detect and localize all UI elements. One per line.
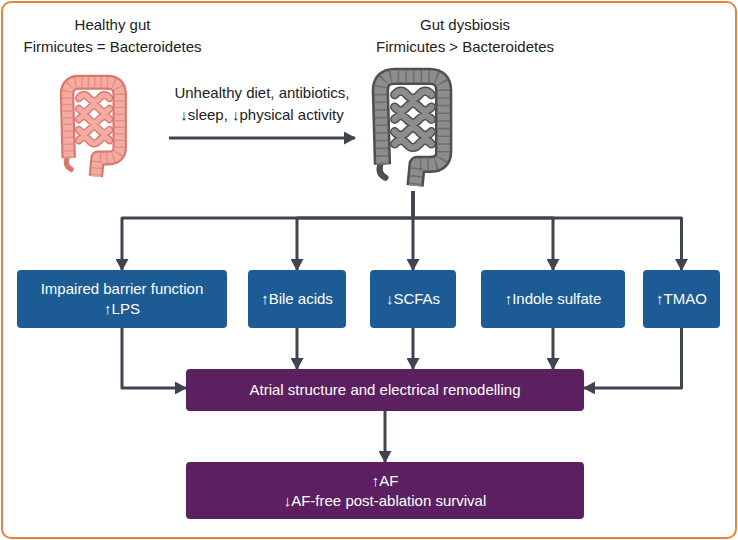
node-subtext: Firmicutes > Bacteroidetes [360,36,570,58]
mediator-box: ↓SCFAs [370,270,456,328]
node-heading: Healthy gut [10,14,215,36]
node-heading: ↓SCFAs [386,289,440,309]
node-heading: Gut dysbiosis [360,14,570,36]
node-heading: Impaired barrier function ↑LPS [25,279,219,319]
node-heading: ↑Indole sulfate [505,289,602,309]
connector-arrow [297,191,413,270]
node-subtext: Firmicutes = Bacteroidetes [10,36,215,58]
mediator-box: ↑Indole sulfate [481,270,625,328]
intestine-illustration [360,62,462,190]
edge-label: Unhealthy diet, antibiotics, ↓sleep, ↓ph… [155,82,369,126]
node-heading: Atrial structure and electrical remodell… [250,380,521,400]
connector-arrow [413,191,682,270]
node-heading: ↑AF [372,471,399,491]
mediator-box: ↑Bile acids [248,270,346,328]
mediator-box: ↑TMAO [643,270,720,328]
connector-arrow [384,411,387,462]
connector-arrow [122,328,186,388]
intestine-illustration [50,70,135,180]
node-heading: ↑TMAO [656,289,707,309]
connector-arrow [413,191,553,270]
connector-arrow [169,137,355,140]
connector-arrow [122,191,413,270]
outcome-box: ↑AF↓AF-free post-ablation survival [186,462,584,519]
connector-arrow [296,328,299,369]
mediator-box: Impaired barrier function ↑LPS [17,270,227,328]
connector-arrow [412,328,415,369]
node-heading: ↑Bile acids [261,289,333,309]
connector-arrow [552,328,555,369]
outcome-box: Atrial structure and electrical remodell… [186,369,584,411]
connector-arrow [584,328,682,388]
gut-state-node: Gut dysbiosisFirmicutes > Bacteroidetes [360,12,570,192]
node-subtext: ↓AF-free post-ablation survival [284,491,487,511]
